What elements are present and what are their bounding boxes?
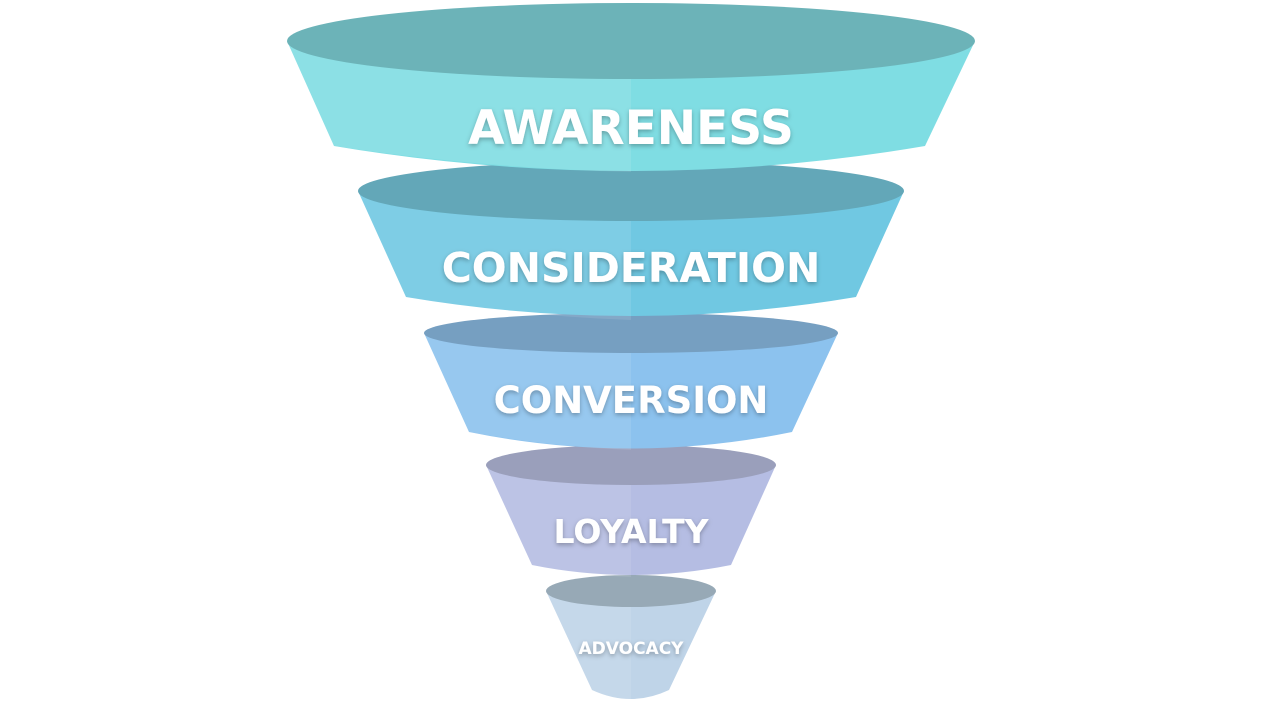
stage-label-conversion: CONVERSION [494, 379, 769, 422]
stage-body [358, 191, 904, 316]
funnel-stage-advocacy: ADVOCACY [546, 575, 716, 702]
funnel-stage-awareness: AWARENESS [287, 3, 975, 172]
stage-label-consideration: CONSIDERATION [442, 244, 821, 292]
stage-label-awareness: AWARENESS [468, 101, 794, 156]
stage-label-loyalty: LOYALTY [554, 512, 710, 551]
stage-body [424, 333, 838, 449]
stage-top-rim [358, 161, 904, 221]
stage-body [486, 465, 776, 575]
stage-top-rim [546, 575, 716, 607]
stage-label-advocacy: ADVOCACY [579, 639, 685, 659]
stage-highlight [424, 333, 631, 450]
stage-top-rim [486, 445, 776, 485]
stage-highlight [546, 591, 631, 702]
stage-highlight [486, 465, 631, 577]
stage-highlight [358, 191, 631, 320]
stage-top-rim [287, 3, 975, 79]
funnel-stage-loyalty: LOYALTY [486, 445, 776, 577]
stage-top-rim [424, 313, 838, 353]
stage-body [546, 591, 716, 699]
funnel-stage-conversion: CONVERSION [424, 313, 838, 450]
funnel-stage-consideration: CONSIDERATION [358, 161, 904, 320]
